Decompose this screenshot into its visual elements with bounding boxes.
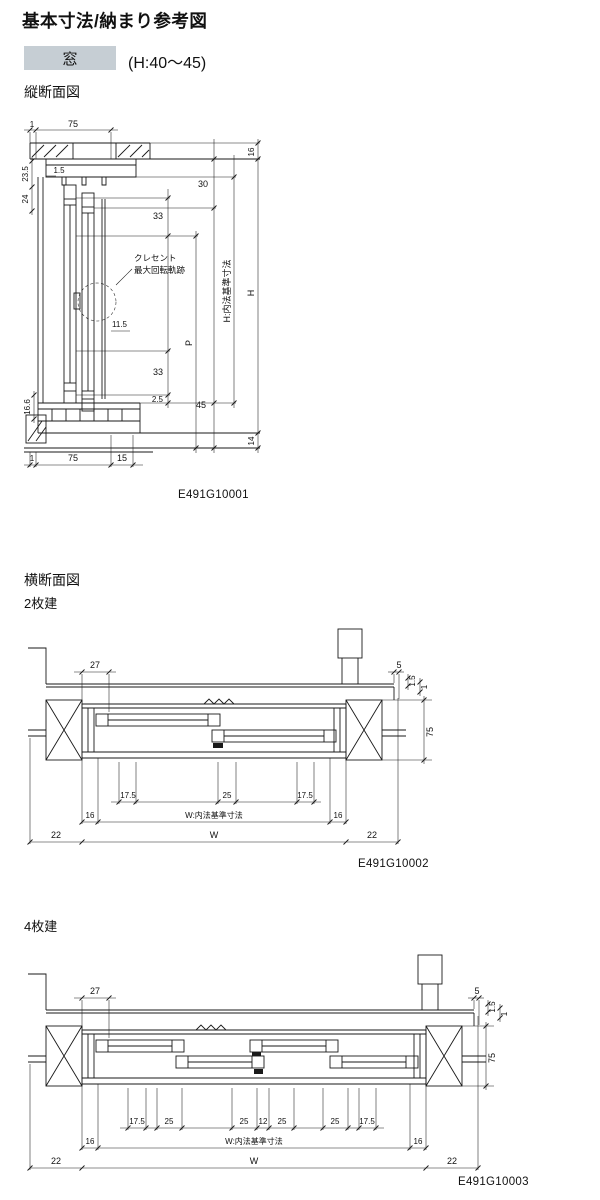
dim-label-w: W bbox=[250, 1156, 259, 1166]
crescent-note-line1: クレセント bbox=[134, 253, 177, 263]
dim-label-5: 5 bbox=[396, 660, 401, 670]
break-wave bbox=[203, 698, 235, 705]
drawing-code-two-panel: E491G10002 bbox=[358, 858, 429, 870]
dim-label-33-upper: 33 bbox=[153, 211, 163, 221]
two-panel-label: 2枚建 bbox=[24, 596, 58, 611]
wall-hatch-top bbox=[31, 144, 150, 158]
inner-sash bbox=[211, 729, 337, 743]
outer-sash bbox=[95, 713, 221, 727]
dim-label-23-5: 23.5 bbox=[21, 166, 30, 182]
page-title: 基本寸法/納まり参考図 bbox=[22, 11, 208, 31]
dim-label-1: 1 bbox=[420, 684, 429, 689]
dim-label-22-right: 22 bbox=[367, 830, 377, 840]
crescent-note-line2: 最大回転軌跡 bbox=[134, 265, 186, 275]
dim-label-30: 30 bbox=[198, 179, 208, 189]
dim-label-h-inner: H:内法基準寸法 bbox=[221, 259, 232, 322]
dim-label-45: 45 bbox=[196, 400, 206, 410]
dim-label-16-right: 16 bbox=[414, 1137, 423, 1146]
dimension-ticks bbox=[27, 669, 427, 845]
sash-2 bbox=[175, 1055, 265, 1069]
two-panel-drawing-lines bbox=[28, 628, 406, 761]
four-panel-dimension-lines bbox=[29, 997, 501, 1170]
dim-label-16-left: 16 bbox=[86, 1137, 95, 1146]
vertical-drawing-lines bbox=[24, 142, 260, 453]
dim-label-25-a: 25 bbox=[165, 1117, 174, 1126]
dim-label-h: H bbox=[246, 290, 256, 297]
drawing-code-four-panel: E491G10003 bbox=[458, 1176, 529, 1188]
dim-label-16-6: 16.6 bbox=[23, 399, 32, 415]
dim-label-top-75: 75 bbox=[68, 119, 78, 129]
dim-label-w-inner: W:内法基準寸法 bbox=[225, 1136, 283, 1146]
dim-label-w-inner: W:内法基準寸法 bbox=[185, 810, 243, 820]
four-panel-drawing-lines bbox=[28, 954, 486, 1087]
dim-label-w: W bbox=[210, 830, 219, 840]
dim-label-1-5: 1.5 bbox=[488, 1001, 497, 1013]
sash-3 bbox=[249, 1039, 339, 1053]
dim-label-75: 75 bbox=[425, 727, 435, 737]
dim-label-top-1: 1 bbox=[30, 120, 35, 129]
dim-label-2-5: 2.5 bbox=[152, 395, 164, 404]
dim-label-25-d: 25 bbox=[331, 1117, 340, 1126]
height-range-label: (H:40〜45) bbox=[128, 55, 207, 72]
dim-label-bottom-15: 15 bbox=[117, 453, 127, 463]
dim-label-1: 1 bbox=[500, 1011, 509, 1016]
dim-label-11-5: 11.5 bbox=[112, 320, 128, 329]
vertical-section-heading: 縦断面図 bbox=[24, 84, 80, 100]
break-wave bbox=[195, 1024, 227, 1031]
dim-label-p: P bbox=[184, 340, 194, 346]
dim-label-1-5: 1.5 bbox=[408, 675, 417, 687]
dim-label-25-c: 25 bbox=[278, 1117, 287, 1126]
dim-label-24: 24 bbox=[21, 194, 30, 203]
dim-label-17-5-left: 17.5 bbox=[120, 791, 136, 800]
dim-label-1-5: 1.5 bbox=[53, 166, 65, 175]
sash-1 bbox=[95, 1039, 185, 1053]
dim-label-bottom-1: 1 bbox=[30, 454, 35, 463]
post-section bbox=[417, 954, 443, 985]
four-panel-label: 4枚建 bbox=[24, 919, 58, 934]
note-leader-line bbox=[115, 268, 133, 286]
dim-label-17-5-right: 17.5 bbox=[297, 791, 313, 800]
vertical-dimension-lines bbox=[24, 129, 260, 467]
drawing-code-vertical: E491G10001 bbox=[178, 489, 249, 501]
dim-label-22-left: 22 bbox=[51, 830, 61, 840]
two-panel-plan-drawing: 27 5 1.5 1 75 17.5 25 17.5 16 W:内法基準寸法 1… bbox=[27, 628, 435, 845]
dim-label-16: 16 bbox=[247, 147, 256, 156]
crescent-lock bbox=[213, 743, 223, 748]
dim-label-27: 27 bbox=[90, 986, 100, 996]
dim-label-25: 25 bbox=[223, 791, 232, 800]
vertical-section-drawing: 1 75 1.5 23.5 24 16.6 クレセント 最大回転軌跡 11.5 … bbox=[21, 119, 261, 468]
crescent-lock bbox=[73, 292, 81, 310]
dim-label-17-5-right: 17.5 bbox=[359, 1117, 375, 1126]
dimension-ticks bbox=[27, 995, 503, 1171]
crescent-rotation-path bbox=[77, 282, 117, 322]
crescent-keeper bbox=[252, 1052, 261, 1056]
dim-label-27: 27 bbox=[90, 660, 100, 670]
sash-4 bbox=[329, 1055, 419, 1069]
dim-label-33-lower: 33 bbox=[153, 367, 163, 377]
dim-label-16-right: 16 bbox=[334, 811, 343, 820]
dim-label-17-5-left: 17.5 bbox=[129, 1117, 145, 1126]
horizontal-section-heading: 横断面図 bbox=[24, 572, 80, 588]
crescent-lock bbox=[254, 1069, 263, 1074]
dim-label-12: 12 bbox=[259, 1117, 268, 1126]
two-panel-dimension-lines bbox=[29, 671, 432, 844]
four-panel-plan-drawing: 27 5 1.5 1 75 17.5 25 25 12 25 25 17.5 1… bbox=[27, 954, 509, 1171]
dim-label-bottom-75: 75 bbox=[68, 453, 78, 463]
dim-label-16-left: 16 bbox=[86, 811, 95, 820]
window-type-badge: 窓 bbox=[24, 46, 116, 70]
dim-label-22-left: 22 bbox=[51, 1156, 61, 1166]
dim-label-25-b: 25 bbox=[240, 1117, 249, 1126]
post-section bbox=[337, 628, 363, 659]
dim-label-75: 75 bbox=[487, 1053, 497, 1063]
dim-label-14: 14 bbox=[247, 436, 256, 445]
dim-label-5: 5 bbox=[474, 986, 479, 996]
dim-label-22-right: 22 bbox=[447, 1156, 457, 1166]
dimension-ticks bbox=[27, 127, 261, 468]
wall-hatch-bottom bbox=[27, 420, 47, 442]
